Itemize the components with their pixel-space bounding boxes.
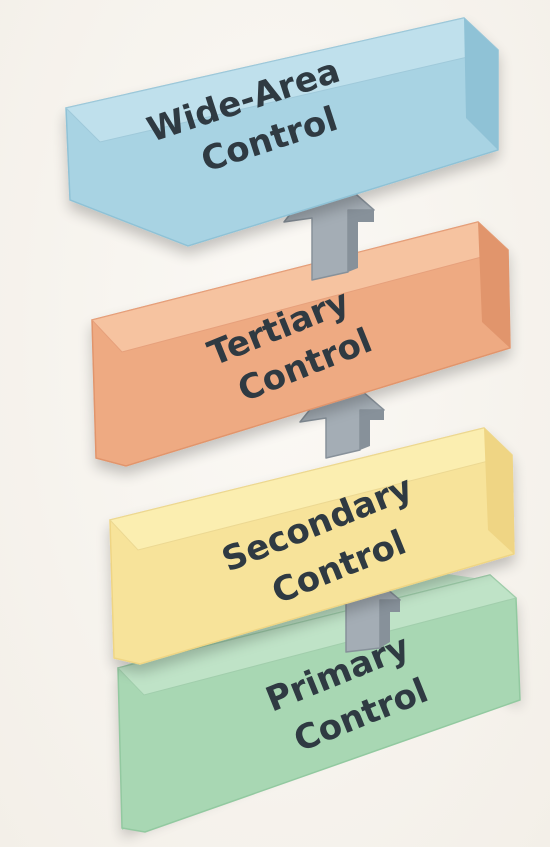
arrow-up-icon-shade bbox=[360, 410, 384, 450]
arrow-up-icon-shade bbox=[348, 210, 374, 272]
layer-secondary bbox=[109, 427, 515, 665]
layer-tertiary-side bbox=[478, 222, 510, 348]
layer-wide-area-side bbox=[464, 18, 498, 150]
layer-tertiary bbox=[91, 221, 511, 467]
layer-primary-front-slab bbox=[117, 574, 521, 833]
arrow-up-icon-shade bbox=[380, 600, 400, 648]
layer-secondary-side bbox=[484, 428, 514, 554]
layer-wide-area bbox=[65, 17, 500, 247]
